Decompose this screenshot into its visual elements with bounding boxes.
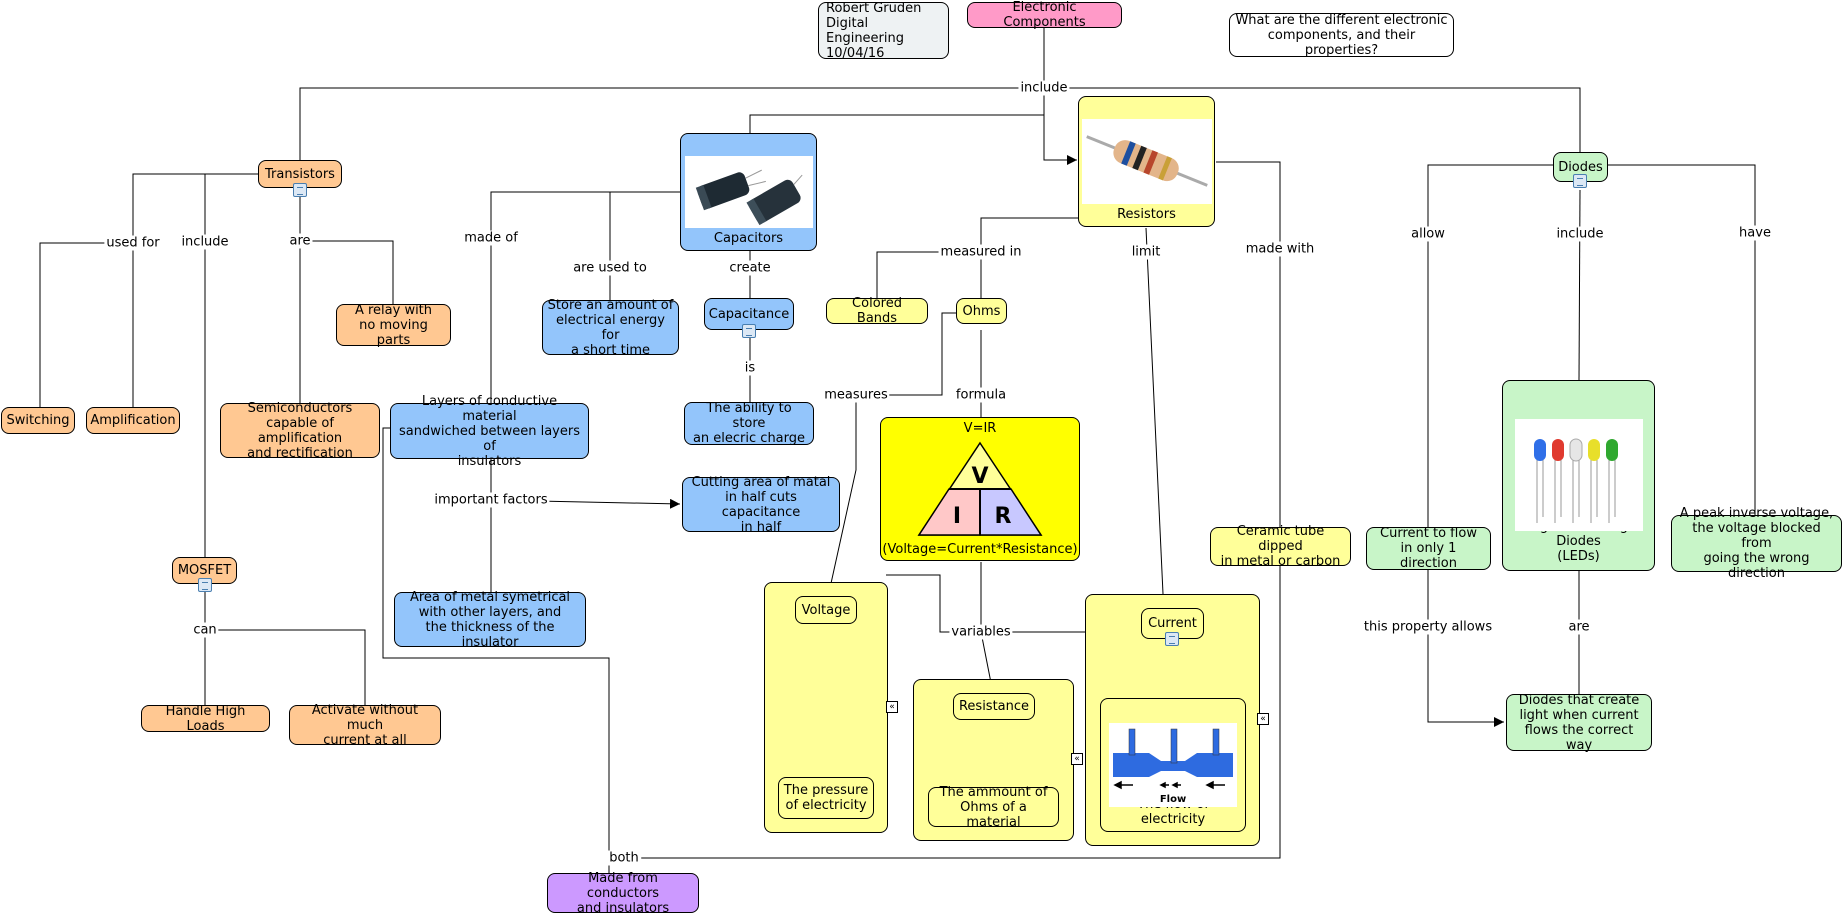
- document-icon[interactable]: [1165, 632, 1179, 646]
- link-label-are-transistors: are: [287, 233, 313, 249]
- link-label-made-with: made with: [1243, 241, 1317, 257]
- link-label-measured-in: measured in: [938, 244, 1024, 260]
- document-icon[interactable]: [293, 183, 307, 197]
- link-label-formula: formula: [953, 387, 1009, 403]
- concept-peak-inverse-voltage[interactable]: A peak inverse voltage, the voltage bloc…: [1671, 506, 1842, 581]
- author-name: Robert Gruden: [826, 0, 922, 16]
- concept-ohms[interactable]: Ohms: [956, 298, 1007, 324]
- author-date: 10/04/16: [826, 45, 885, 61]
- link-label-is-capacitance: is: [742, 360, 758, 376]
- resistor-image: [1082, 119, 1212, 204]
- author-course: Digital Engineering: [826, 15, 904, 46]
- concept-cutting-area[interactable]: Cutting area of matal in half cuts capac…: [682, 475, 840, 535]
- link-label-limit: limit: [1129, 244, 1163, 260]
- concept-voltage[interactable]: Voltage: [795, 596, 857, 624]
- concept-resistance[interactable]: Resistance: [953, 693, 1035, 720]
- concept-flow-of-electricity[interactable]: Flow The flow of electricity: [1100, 698, 1246, 832]
- vir-v: V: [971, 464, 988, 489]
- formula-title: V=IR: [963, 421, 997, 436]
- concept-activate[interactable]: Activate without much current at all: [289, 703, 441, 748]
- concept-colored-bands[interactable]: Colored Bands: [826, 296, 928, 326]
- link-label-have: have: [1737, 225, 1773, 241]
- concept-switching[interactable]: Switching: [1, 407, 75, 434]
- focus-question: What are the different electronic compon…: [1229, 13, 1454, 58]
- collapse-icon[interactable]: «: [1257, 713, 1269, 725]
- concept-ceramic-tube[interactable]: Ceramic tube dipped in metal or carbon: [1210, 524, 1351, 569]
- concept-amplification[interactable]: Amplification: [86, 407, 180, 434]
- link-label-both: both: [607, 850, 641, 866]
- collapse-icon[interactable]: «: [1071, 753, 1083, 765]
- document-icon[interactable]: [1573, 174, 1587, 188]
- concept-ability-to-store[interactable]: The ability to store an elecric charge: [684, 401, 814, 446]
- concept-handle-high-loads[interactable]: Handle High Loads: [141, 704, 270, 734]
- concept-vir-formula[interactable]: V=IR V I R (Voltage=Current*Resistance): [880, 417, 1080, 561]
- vir-r: R: [995, 504, 1012, 529]
- link-label-include-transistors: include: [179, 234, 231, 250]
- current-flow-image: Flow: [1109, 723, 1237, 807]
- link-label-are-used-to: are used to: [571, 260, 649, 276]
- link-root: [1043, 27, 1077, 165]
- concept-store-energy[interactable]: Store an amount of electrical energy for…: [542, 298, 679, 358]
- document-icon[interactable]: [198, 578, 212, 592]
- concept-layers[interactable]: Layers of conductive material sandwiched…: [390, 394, 589, 469]
- link-include-bar: [299, 87, 1581, 160]
- link-transistors-split: [39, 173, 258, 408]
- concept-semiconductors[interactable]: Semiconductors capable of amplification …: [220, 401, 380, 461]
- link-label-allow: allow: [1409, 226, 1447, 242]
- link-label-variables: variables: [949, 624, 1013, 640]
- concept-ammount-ohms[interactable]: The ammount of Ohms of a material: [928, 785, 1059, 830]
- formula-caption: (Voltage=Current*Resistance): [882, 542, 1078, 557]
- link-label-can: can: [191, 622, 219, 638]
- collapse-icon[interactable]: «: [886, 701, 898, 713]
- concept-pressure[interactable]: The pressure of electricity: [778, 777, 874, 819]
- link-label-include: include: [1018, 80, 1070, 96]
- flow-label: Flow: [1160, 794, 1186, 805]
- concept-made-from[interactable]: Made from conductors and insulators: [547, 871, 699, 916]
- concept-current[interactable]: Current: [1141, 608, 1204, 639]
- link-label-this-property-allows: this property allows: [1361, 619, 1495, 635]
- vir-i: I: [953, 504, 961, 529]
- link-label-made-of: made of: [462, 230, 520, 246]
- concept-leds[interactable]: Light Emmiting Diodes (LEDs): [1502, 380, 1655, 571]
- concept-resistors[interactable]: Resistors: [1078, 96, 1215, 227]
- link-label-used-for: used for: [104, 235, 162, 251]
- root-concept[interactable]: Electronic Components: [967, 0, 1122, 30]
- concept-relay[interactable]: A relay with no moving parts: [336, 303, 451, 348]
- link-label-create: create: [727, 260, 773, 276]
- led-image: [1515, 419, 1643, 531]
- concept-capacitors[interactable]: Capacitors: [680, 133, 817, 251]
- link-label-are-diodes: are: [1566, 619, 1592, 635]
- author-info: Robert Gruden Digital Engineering 10/04/…: [818, 0, 949, 61]
- concept-current-one-direction[interactable]: Current to flow in only 1 direction: [1366, 526, 1491, 571]
- link-label-important-factors: important factors: [432, 492, 550, 508]
- capacitor-image: [685, 156, 813, 228]
- document-icon[interactable]: [742, 324, 756, 338]
- vir-triangle: V I R: [917, 441, 1043, 536]
- concept-diodes-create-light[interactable]: Diodes that create light when current fl…: [1506, 693, 1652, 753]
- link-label-include-diodes: include: [1554, 226, 1606, 242]
- concept-area-of-metal[interactable]: Area of metal symetrical with other laye…: [394, 590, 586, 650]
- link-to-capacitors: [749, 114, 1044, 133]
- link-label-measures: measures: [822, 387, 890, 403]
